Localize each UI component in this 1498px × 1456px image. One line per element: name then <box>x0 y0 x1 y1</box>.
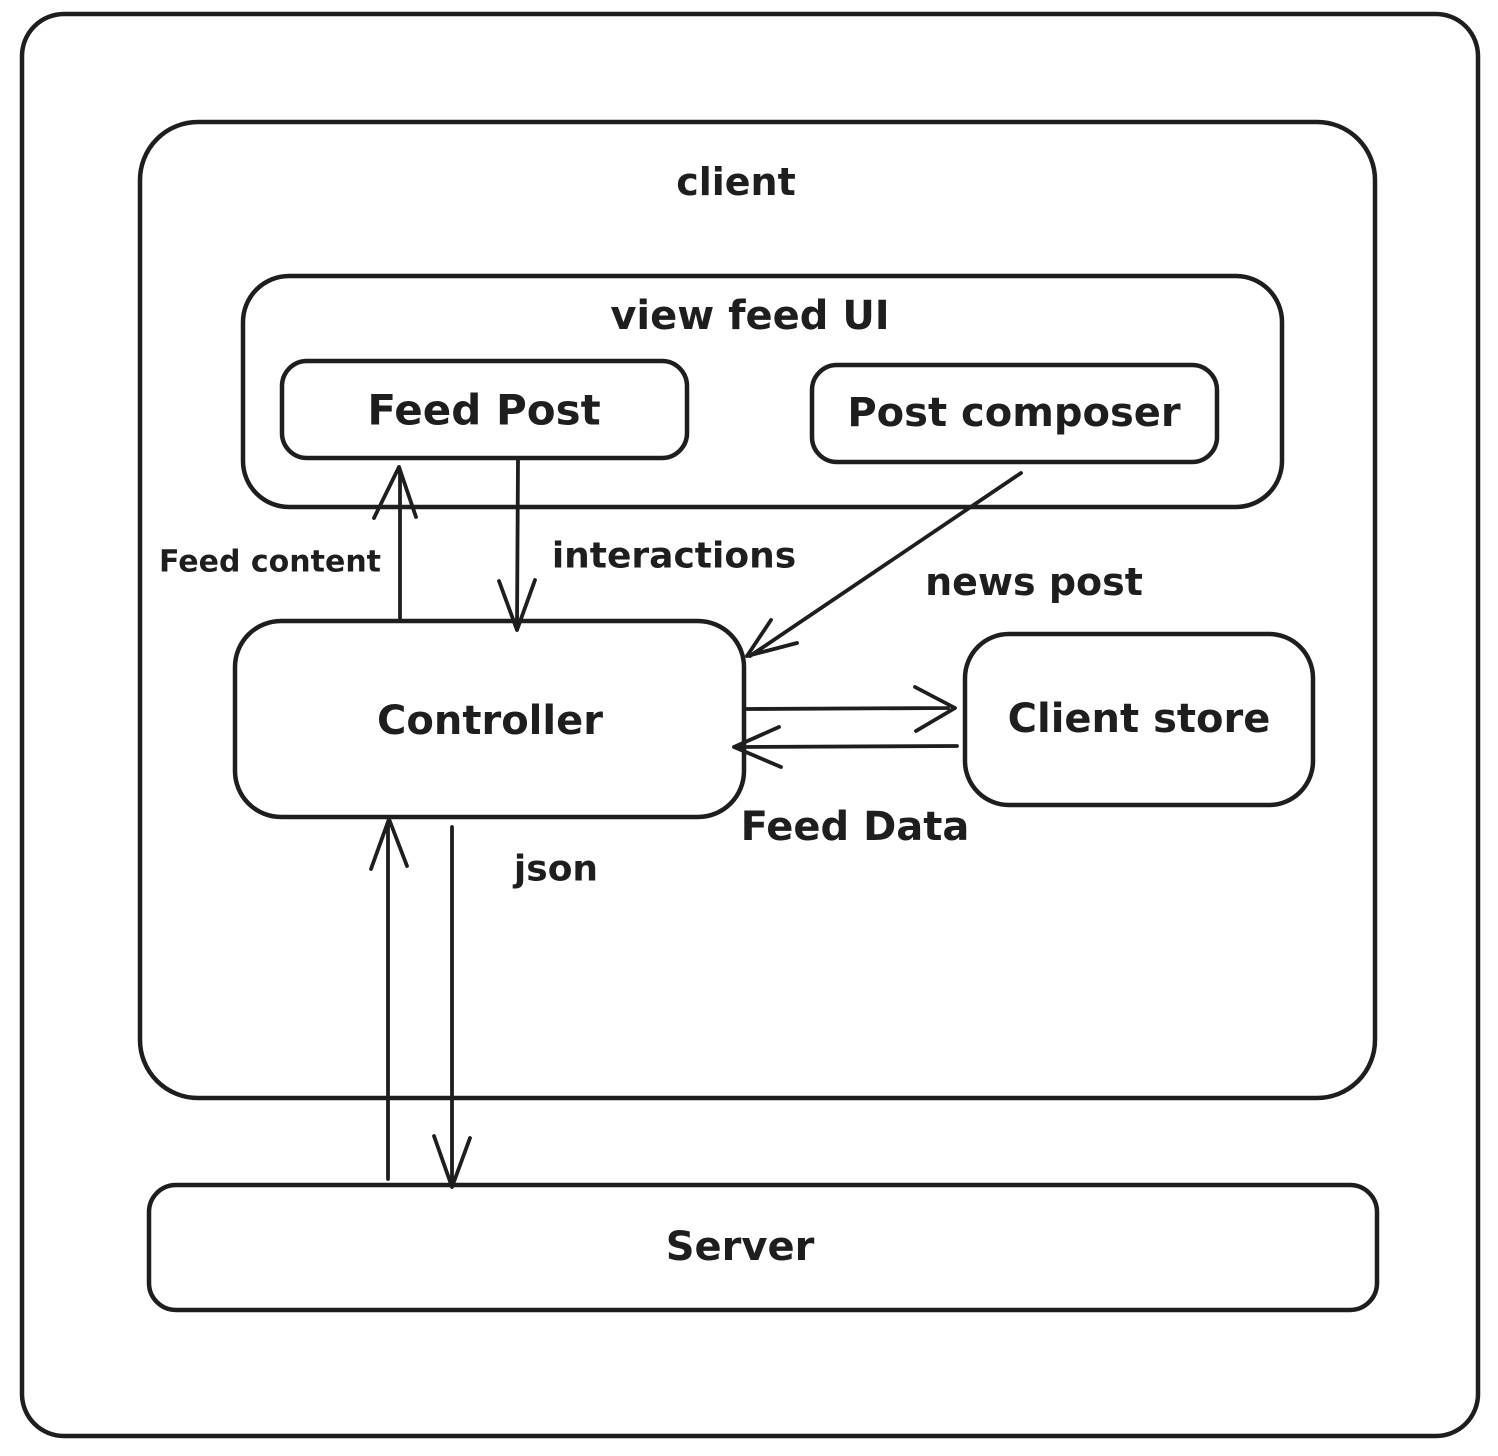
json-down-arrow <box>432 825 472 1189</box>
feed-post-box <box>279 358 690 461</box>
client-store-box <box>962 631 1316 808</box>
post-composer-label: Post composer <box>847 390 1181 436</box>
news-post-label: news post <box>925 560 1143 604</box>
view-feed-ui-label: view feed UI <box>610 293 889 339</box>
json-label: json <box>512 849 598 890</box>
client-store-label: Client store <box>1008 696 1271 742</box>
feed-content-label: Feed content <box>159 545 381 580</box>
post-composer-box <box>809 362 1220 465</box>
interactions-arrow <box>497 457 537 632</box>
feed-data-in-arrow <box>732 725 959 769</box>
feed-data-label: Feed Data <box>741 804 970 850</box>
controller-label: Controller <box>377 698 603 744</box>
feed-content-arrow <box>372 465 418 620</box>
outer-border-box <box>19 11 1481 1439</box>
server-label: Server <box>666 1224 815 1270</box>
news-post-arrow <box>745 471 1023 658</box>
feed-data-out-arrow <box>744 685 957 733</box>
server-box <box>146 1182 1380 1313</box>
view-feed-ui-box <box>240 273 1285 510</box>
interactions-label: interactions <box>552 536 796 577</box>
client-box <box>137 119 1378 1101</box>
json-up-arrow <box>369 817 409 1181</box>
feed-post-label: Feed Post <box>367 386 600 435</box>
client-label: client <box>676 160 796 204</box>
controller-box <box>232 618 747 820</box>
